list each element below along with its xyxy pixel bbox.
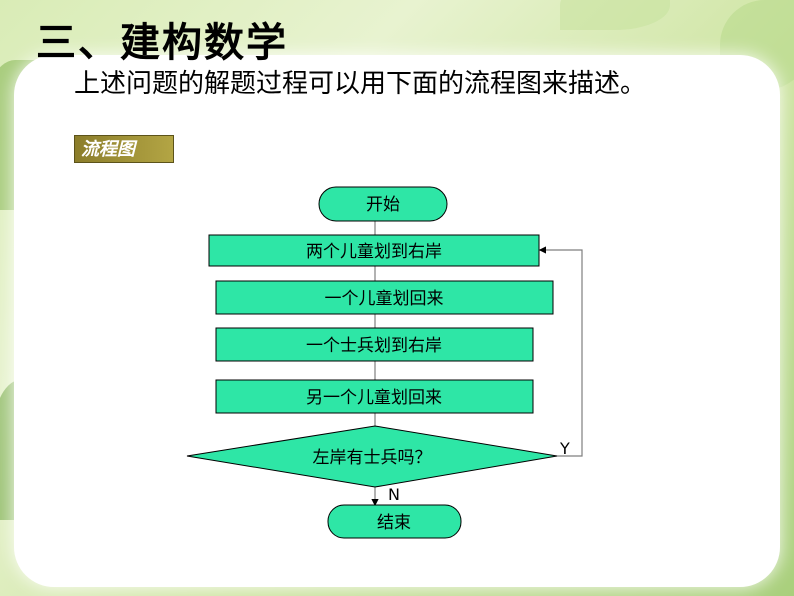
process-step-2: 一个儿童划回来 [215, 280, 554, 315]
start-terminal: 开始 [318, 186, 448, 222]
step-label: 一个士兵划到右岸 [306, 336, 442, 356]
start-label: 开始 [366, 195, 400, 215]
decision-label: 左岸有士兵吗？ [313, 448, 432, 468]
connector-lines [371, 221, 583, 507]
decision-diamond: 左岸有士兵吗？ [186, 425, 558, 488]
yes-label: Y [559, 439, 570, 458]
process-step-3: 一个士兵划到右岸 [215, 327, 534, 362]
end-terminal: 结束 [327, 504, 462, 539]
end-label: 结束 [377, 513, 411, 533]
step-label: 一个儿童划回来 [325, 289, 444, 309]
process-step-4: 另一个儿童划回来 [215, 379, 534, 414]
slide-subtitle: 上述问题的解题过程可以用下面的流程图来描述。 [74, 69, 647, 99]
step-label: 另一个儿童划回来 [306, 388, 442, 408]
flowchart-tag: 流程图 [74, 135, 174, 163]
no-label: N [388, 485, 400, 504]
process-step-1: 两个儿童划到右岸 [208, 234, 540, 267]
slide-title: 三、建构数学 [36, 20, 288, 66]
step-label: 两个儿童划到右岸 [306, 242, 442, 262]
